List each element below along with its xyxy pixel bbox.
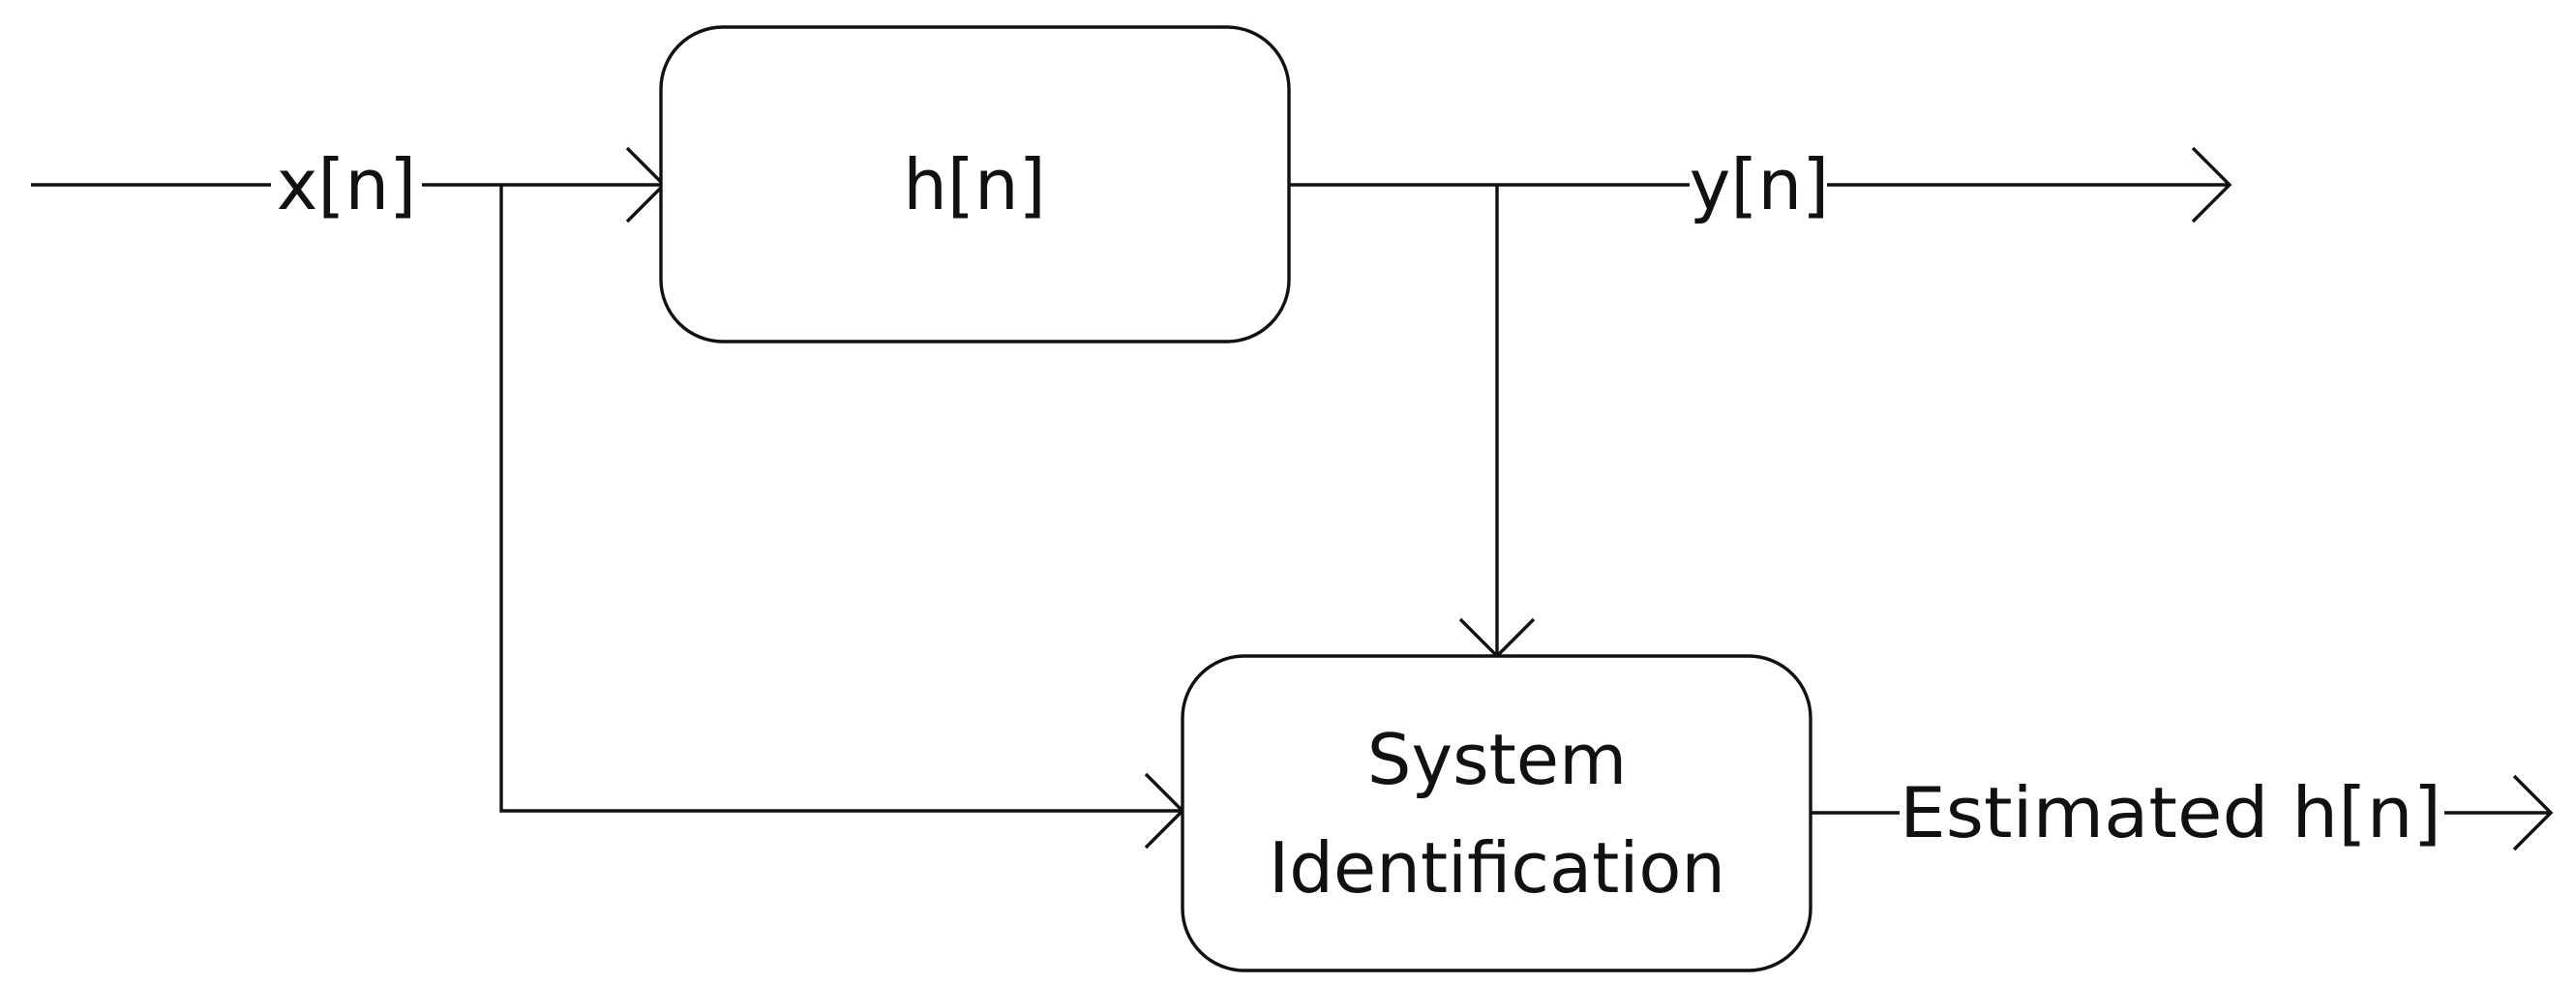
identification-label-line1: System <box>1367 719 1628 800</box>
input-feed-line <box>499 185 1183 813</box>
input-signal-label: x[n] <box>277 144 416 225</box>
system-block-label: h[n] <box>903 144 1045 225</box>
estimate-label: Estimated h[n] <box>1900 772 2441 853</box>
output-signal-label: y[n] <box>1690 144 1829 225</box>
output-arrowhead <box>2191 146 2232 224</box>
identification-block <box>1181 654 1812 972</box>
identification-label-line2: Identification <box>1269 827 1725 909</box>
estimate-arrowhead <box>2512 774 2554 851</box>
